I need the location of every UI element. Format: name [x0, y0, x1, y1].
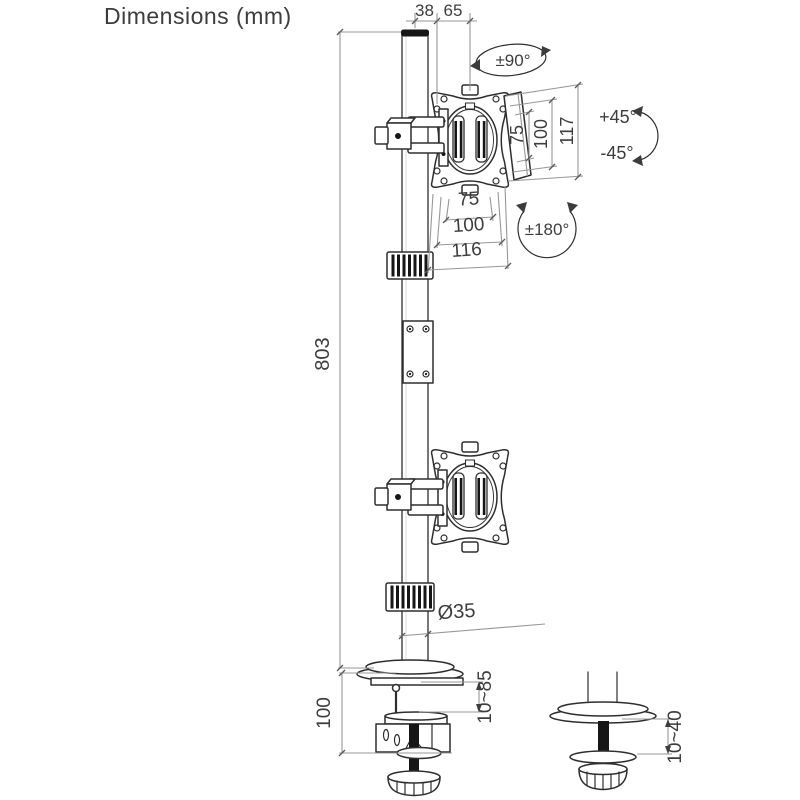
dim-side-100: 100	[531, 119, 551, 149]
top-depth-dimension: 38 65	[406, 1, 477, 104]
upper-monitor-mount	[374, 84, 510, 196]
pan-rotation-indicator: ±180°	[516, 202, 578, 259]
dim-side-75: 75	[507, 125, 527, 145]
dim-clamp-range: 10~85	[475, 670, 496, 723]
tilt-down-label: -45°	[600, 143, 633, 163]
dim-top-38: 38	[415, 1, 434, 20]
grommet-mount	[549, 671, 657, 791]
dim-top-65: 65	[444, 1, 463, 20]
desk-clamp	[375, 683, 451, 797]
desk-base	[356, 659, 464, 686]
clamp-range-dimension: 10~85	[419, 670, 496, 724]
dim-pole-diameter: Ø35	[437, 600, 476, 625]
swivel-label: ±90°	[495, 51, 530, 70]
pole-diameter-dimension: Ø35	[398, 600, 546, 640]
dim-clamp-height: 100	[314, 697, 335, 729]
dim-front-75: 75	[457, 188, 480, 210]
tilt-up-label: +45°	[599, 107, 637, 127]
rotation-label: ±180°	[525, 220, 570, 239]
grommet-range-dimension: 10~40	[622, 710, 686, 764]
page-title: Dimensions (mm)	[104, 3, 292, 29]
upper-hinge	[438, 108, 449, 167]
lower-hinge	[437, 469, 448, 527]
dim-front-116: 116	[451, 239, 483, 262]
pole-cap	[401, 29, 429, 37]
upper-clamp-knob	[374, 126, 389, 145]
front-vesa-dimensions: 75 100 116	[424, 185, 512, 274]
upper-pole-collar	[386, 251, 434, 280]
vesa-side-view	[503, 91, 532, 181]
dim-grommet-range: 10~40	[665, 710, 686, 763]
lower-monitor-mount	[374, 441, 510, 553]
pole-height-dimension: 803	[312, 28, 401, 672]
clamp-height-dimension: 100	[314, 669, 452, 757]
lower-pole-collar	[385, 582, 435, 612]
pole-joint	[402, 320, 434, 384]
dim-pole-height: 803	[312, 337, 334, 370]
dim-side-117: 117	[557, 117, 577, 146]
grommet-screw	[598, 721, 609, 755]
tilt-rotation-indicator: +45° -45°	[599, 106, 659, 166]
swivel-rotation-indicator: ±90°	[470, 43, 551, 77]
side-vesa-dimensions: 75 100 117	[505, 81, 584, 182]
dim-front-100: 100	[452, 214, 485, 237]
lower-clamp-knob	[374, 487, 389, 506]
